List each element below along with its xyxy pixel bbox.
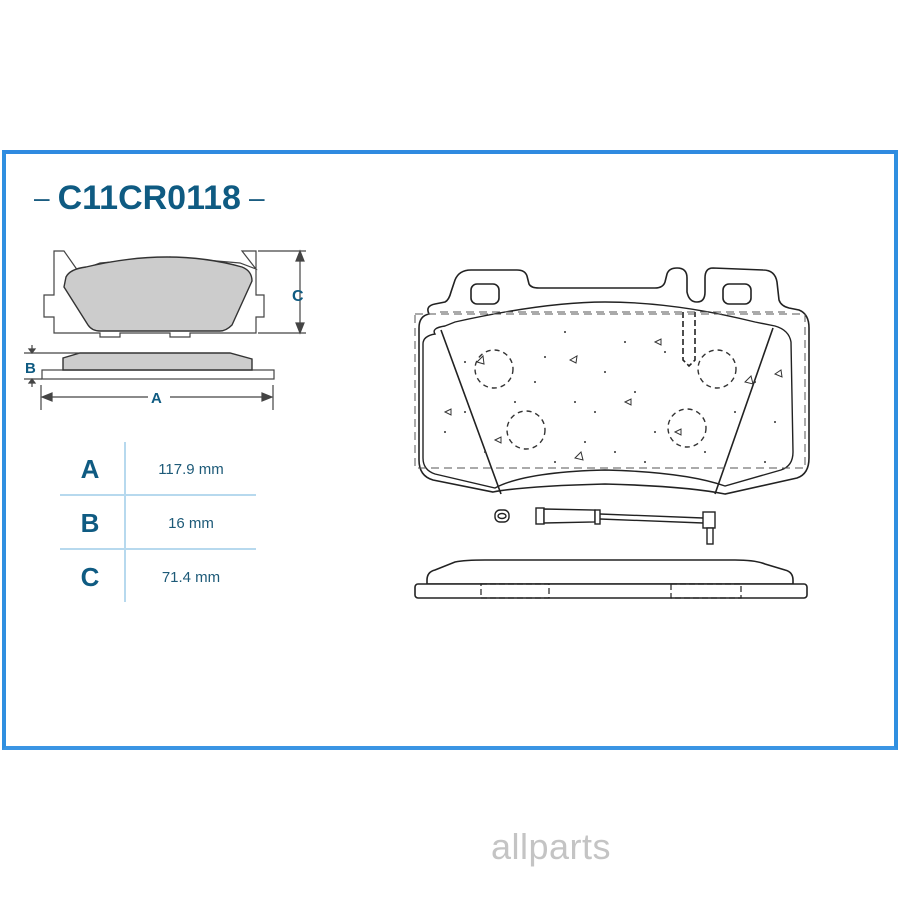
title-dash-left: – [34, 182, 50, 213]
spec-row-a: A 117.9 mm [60, 442, 256, 496]
product-card-frame [2, 150, 898, 750]
spec-row-c: C 71.4 mm [60, 550, 256, 604]
friction-pad-side [62, 352, 253, 371]
dim-label-a: A [151, 390, 162, 407]
spec-table: A 117.9 mm B 16 mm C 71.4 mm [60, 442, 256, 604]
part-number-title: – C11CR0118 – [34, 178, 265, 218]
brand-watermark: allparts [491, 826, 612, 867]
spec-value: 16 mm [168, 514, 214, 532]
part-number: C11CR0118 [57, 178, 241, 217]
table-divider [60, 494, 256, 496]
spec-key: C [80, 561, 100, 592]
spec-key: B [80, 507, 100, 538]
table-divider-vertical [124, 442, 126, 602]
table-divider [60, 548, 256, 550]
spec-value: 117.9 mm [158, 460, 224, 478]
wear-sensor [494, 507, 716, 545]
dim-label-c: C [292, 288, 304, 305]
dim-label-b: B [25, 360, 36, 377]
spec-row-b: B 16 mm [60, 496, 256, 550]
title-dash-right: – [248, 182, 265, 213]
friction-pad-top [63, 256, 253, 332]
dimension-schematic: C B A [24, 249, 306, 410]
spec-value: 71.4 mm [161, 568, 221, 586]
brake-pad-drawing [414, 267, 810, 599]
spec-key: A [80, 453, 100, 484]
